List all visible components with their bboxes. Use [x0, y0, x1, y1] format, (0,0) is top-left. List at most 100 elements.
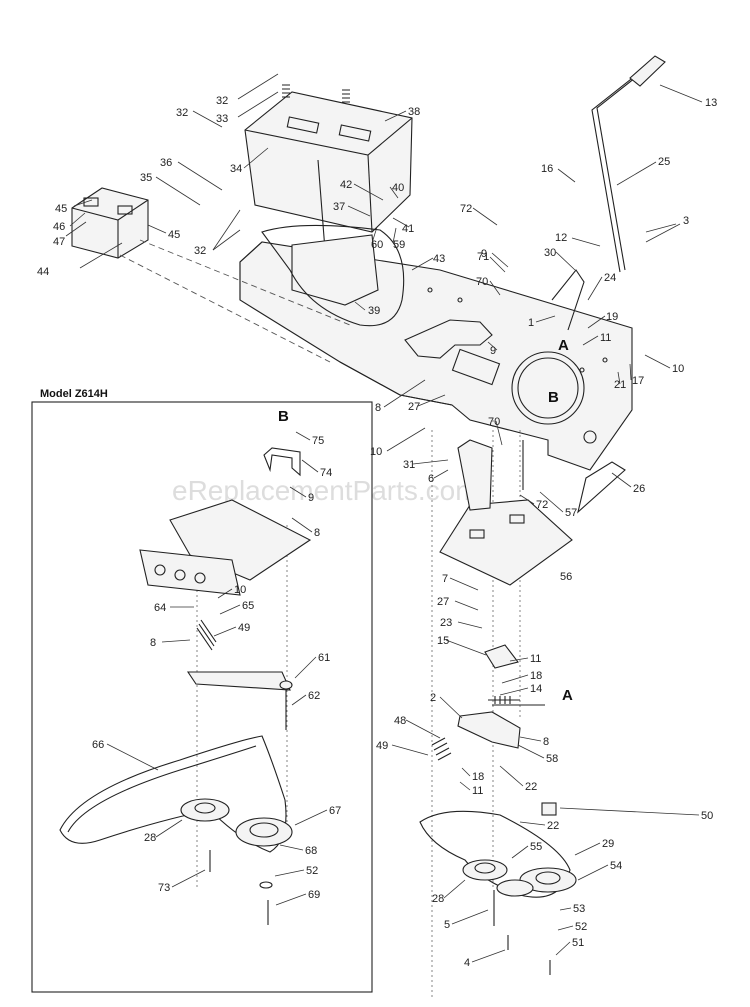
callout-label: 41 — [402, 223, 414, 235]
letter-a-frame: A — [558, 337, 569, 354]
callout-label: 8 — [375, 402, 381, 414]
callout-label: 32 — [176, 107, 188, 119]
callout-label: 67 — [329, 805, 341, 817]
callout-numbers: 32 33 38 32 13 36 34 35 25 16 42 40 45 3… — [37, 95, 717, 969]
callout-label: 7 — [442, 573, 448, 585]
leader-lines — [65, 73, 703, 963]
callout-label: 70 — [488, 416, 500, 428]
lever-linkage-drawing — [419, 55, 666, 975]
callout-label: 6 — [428, 473, 434, 485]
callout-label: 5 — [444, 919, 450, 931]
letter-a-idler: A — [562, 687, 573, 704]
callout-label: 61 — [318, 652, 330, 664]
letter-b-inset: B — [278, 408, 289, 425]
callout-label: 46 — [53, 221, 65, 233]
callout-label: 11 — [530, 653, 541, 665]
callout-label: 43 — [433, 253, 445, 265]
callout-label: 18 — [530, 670, 542, 682]
callout-label: 50 — [701, 810, 713, 822]
callout-label: 34 — [230, 163, 242, 175]
callout-label: 24 — [604, 272, 616, 284]
callout-label: 75 — [312, 435, 324, 447]
callout-label: 49 — [238, 622, 250, 634]
callout-label: 15 — [437, 635, 449, 647]
callout-label: 19 — [606, 311, 618, 323]
callout-label: 71 — [477, 251, 489, 263]
callout-label: 21 — [614, 379, 626, 391]
callout-label: 14 — [530, 683, 542, 695]
callout-label: 64 — [154, 602, 166, 614]
callout-label: 9 — [308, 492, 314, 504]
callout-label: 58 — [546, 753, 558, 765]
callout-label: 28 — [144, 832, 156, 844]
battery-box-drawing — [71, 84, 413, 327]
callout-label: 36 — [160, 157, 172, 169]
callout-label: 45 — [55, 203, 67, 215]
callout-label: 42 — [340, 179, 352, 191]
callout-label: 9 — [490, 345, 496, 357]
callout-label: 31 — [403, 459, 415, 471]
callout-label: 27 — [437, 596, 449, 608]
callout-label: 44 — [37, 266, 49, 278]
callout-label: 13 — [705, 97, 717, 109]
callout-label: 62 — [308, 690, 320, 702]
model-title: Model Z614H — [40, 388, 108, 400]
callout-label: 9 — [481, 248, 487, 260]
callout-label: 22 — [525, 781, 537, 793]
callout-label: 8 — [314, 527, 320, 539]
callout-label: 35 — [140, 172, 152, 184]
section-letters: A A B B — [278, 337, 573, 704]
callout-label: 32 — [216, 95, 228, 107]
callout-label: 12 — [555, 232, 567, 244]
callout-label: 66 — [92, 739, 104, 751]
callout-label: 2 — [430, 692, 436, 704]
callout-label: 65 — [242, 600, 254, 612]
callout-label: 54 — [610, 860, 622, 872]
callout-label: 10 — [370, 446, 382, 458]
callout-label: 10 — [672, 363, 684, 375]
callout-label: 8 — [543, 736, 549, 748]
callout-label: 39 — [368, 305, 380, 317]
callout-label: 27 — [408, 401, 420, 413]
watermark: eReplacementParts.com — [172, 475, 479, 506]
callout-label: 70 — [476, 276, 488, 288]
callout-label: 49 — [376, 740, 388, 752]
callout-label: 22 — [547, 820, 559, 832]
letter-b-frame: B — [548, 389, 559, 406]
callout-label: 51 — [572, 937, 584, 949]
callout-label: 57 — [565, 507, 577, 519]
callout-label: 1 — [528, 317, 534, 329]
callout-label: 72 — [536, 499, 548, 511]
callout-label: 74 — [320, 467, 332, 479]
callout-label: 72 — [460, 203, 472, 215]
callout-label: 38 — [408, 106, 420, 118]
callout-label: 29 — [602, 838, 614, 850]
callout-label: 68 — [305, 845, 317, 857]
callout-label: 17 — [632, 375, 644, 387]
callout-label: 40 — [392, 182, 404, 194]
callout-label: 8 — [150, 637, 156, 649]
callout-label: 73 — [158, 882, 170, 894]
callout-label: 18 — [472, 771, 484, 783]
callout-label: 52 — [306, 865, 318, 877]
callout-label: 11 — [600, 332, 611, 344]
callout-label: 16 — [541, 163, 553, 175]
callout-label: 32 — [194, 245, 206, 257]
callout-label: 60 — [371, 239, 383, 251]
callout-label: 45 — [168, 229, 180, 241]
callout-label: 11 — [472, 785, 483, 797]
callout-label: 25 — [658, 156, 670, 168]
callout-label: 23 — [440, 617, 452, 629]
callout-label: 47 — [53, 236, 65, 248]
callout-label: 53 — [573, 903, 585, 915]
callout-label: 59 — [393, 239, 405, 251]
callout-label: 26 — [633, 483, 645, 495]
callout-label: 52 — [575, 921, 587, 933]
callout-label: 28 — [432, 893, 444, 905]
callout-label: 30 — [544, 247, 556, 259]
callout-label: 4 — [464, 957, 470, 969]
callout-label: 3 — [683, 215, 689, 227]
callout-label: 37 — [333, 201, 345, 213]
callout-label: 10 — [234, 584, 246, 596]
